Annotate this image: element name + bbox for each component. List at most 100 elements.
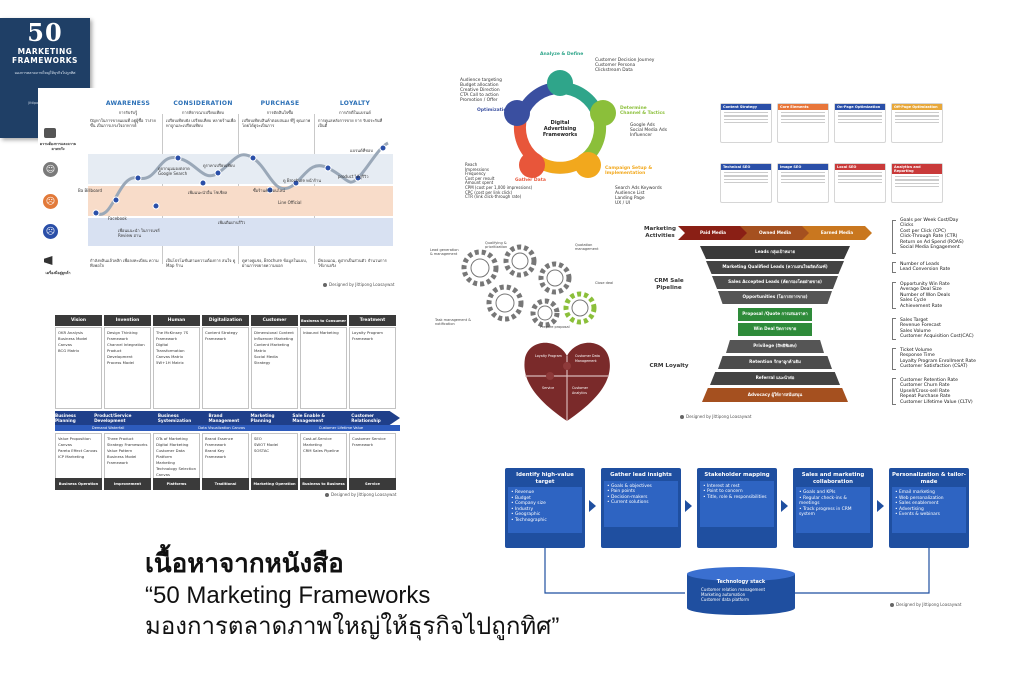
- point-label: Ba Billboard: [78, 188, 103, 193]
- flow-step: Personalization & tailor-madeEmail marke…: [889, 468, 969, 548]
- list-item: Google Ads: [630, 123, 655, 128]
- author-icon: [890, 602, 894, 607]
- seo-framework-boxes: Content Strategy Core Elements On-Page O…: [720, 103, 945, 234]
- funnel-segment: Retention รักษาลูกค้าเดิม: [718, 356, 832, 369]
- table-header: Customer: [251, 315, 298, 326]
- credit-text: Designed by Jittipong Loasaywat: [331, 492, 397, 497]
- heart-label: Loyalty Program: [535, 354, 562, 358]
- list-item: Impressions: [465, 166, 489, 172]
- content-box: On-Page Optimization: [834, 103, 886, 143]
- arrow-label: Business Systemization: [157, 413, 192, 423]
- arrow-label: Marketing Planning: [250, 413, 275, 423]
- author-icon: [680, 414, 684, 419]
- step-title: Stakeholder mapping: [704, 472, 770, 478]
- list-item: Creative Direction: [460, 88, 500, 93]
- stage-title: LOYALTY: [339, 100, 371, 107]
- arrow-label: Product/Service Development: [94, 413, 132, 423]
- left-label-touchpoints: เครื่องมือสู่ลูกค้า: [45, 271, 71, 275]
- top-note: การดูแลหลังการขาย การ รับประกันที่เป็นดี: [318, 118, 383, 128]
- bottom-note: กำลังหลินแล้วคลิก เพื่อลงทะเบียน ความพึง…: [90, 258, 159, 268]
- content-box: Technical SEO: [720, 163, 772, 203]
- bracket: [892, 318, 896, 340]
- top-note: เปรียบเทียบสินค้าตอบสนอง ที่รู้ คุณภาพโด…: [242, 118, 311, 128]
- metric: Customer Satisfaction (CSAT): [900, 364, 968, 370]
- credit-text: Designed by Jittipong Loasaywat: [686, 414, 752, 419]
- author-icon: [325, 492, 329, 497]
- stage-sub: การรับรับรู้: [118, 110, 138, 115]
- channel-list: Google Ads Social Media Ads Influencer: [630, 123, 667, 138]
- gear-label: Lead generation & management: [430, 248, 459, 256]
- framework-table: Vision Invention Human Digitalization Cu…: [45, 313, 400, 498]
- subbar-label: Demand Waterfall: [91, 426, 125, 430]
- left-label-needs: ความต้องการและความคาดหวัง: [39, 142, 77, 151]
- optim-list: Audience targeting Budget allocation Cre…: [460, 78, 502, 103]
- list-item: Cost per result: [465, 175, 495, 181]
- table-footer: Business Operation: [55, 478, 102, 490]
- metric: Repeat Purchase Rate: [900, 394, 951, 400]
- flow-step: Identify high-value targetRevenueBudgetC…: [505, 468, 585, 548]
- list-item: Influencer: [630, 133, 653, 138]
- metric: Clicks: [900, 223, 914, 229]
- headline-line: เนื้อหาจากหนังสือ: [145, 549, 344, 579]
- step-title: Identify high-value target: [516, 472, 574, 485]
- megaphone-icon: [44, 256, 53, 265]
- stage-loyalty: LOYALTY การภักดีในแบรนด์: [320, 100, 390, 116]
- neutral-face-icon: ☹: [43, 194, 58, 209]
- metric: Social Media Engagement: [900, 245, 960, 251]
- gear-label: Close deal: [595, 281, 614, 285]
- list-item: Social Media Ads: [630, 128, 667, 133]
- point-label: เพิ่มเติมผ่านรีวิว: [218, 220, 246, 225]
- heart-puzzle-icon: [524, 342, 610, 421]
- table-footer: Traditional: [202, 478, 249, 490]
- table-footer: Business to Business: [300, 478, 347, 490]
- list-item: Customer relation management: [701, 587, 766, 592]
- funnel-segment: Leads กลุ่มเป้าหมาย: [700, 246, 850, 259]
- subbar-label: Customer Lifetime Value: [318, 426, 364, 430]
- bottom-note: มีของแถม, ดูฝากเป็นส่วนตัว จำนวนการใช้งา…: [318, 258, 387, 268]
- credit-text: Designed by Jittipong Loasaywat: [896, 602, 962, 607]
- box-title: Core Elements: [778, 104, 828, 110]
- arrow-right-icon: [589, 500, 596, 512]
- bracket: [892, 348, 896, 370]
- metric: Average Deal Size: [900, 287, 942, 293]
- funnel-segment: Referral แนะนำต่อ: [710, 372, 840, 385]
- list-item: Audience List: [615, 191, 645, 196]
- credit: Designed by Jittipong Loasaywat: [890, 602, 961, 607]
- flow-step: Sales and marketing collaborationGoals a…: [793, 468, 873, 548]
- author-icon: [323, 282, 327, 287]
- side-label: Marketing Activities: [643, 226, 677, 239]
- table-cell: Inbound Marketing: [300, 327, 347, 409]
- content-box: Content Strategy: [720, 103, 772, 143]
- arrow-right-icon: [781, 500, 788, 512]
- table-header: Business to Consumer: [300, 315, 347, 326]
- stage-sub: การภักดีในแบรนด์: [339, 110, 371, 115]
- point-label: แบรนด์ที่ชอบ: [350, 148, 373, 153]
- earned-media: Earned Media: [802, 226, 872, 240]
- technology-stack: Technology stack Customer relation manag…: [685, 566, 797, 616]
- metric: Sales Cycle: [900, 298, 927, 304]
- list-item: Landing Page: [615, 196, 645, 201]
- metric: Customer Churn Rate: [900, 383, 950, 389]
- point-label: product ได้ดูรีวิว: [338, 174, 369, 179]
- database-icon: [687, 567, 795, 615]
- metric: Achievement Rate: [900, 303, 943, 309]
- arrow-label: Brand Management: [208, 413, 240, 423]
- journey-curve: [92, 141, 389, 217]
- bottom-note: ดูทางคู่แข่ง, Brochure ข้อมูลในแบบ, ผ่าน…: [242, 258, 308, 268]
- list-item: CPM (cost per 1,000 impressions): [465, 184, 533, 190]
- gear-label: Task management & notification: [435, 318, 471, 326]
- metric: Sales Target: [900, 318, 928, 323]
- funnel-segment: Advocacy ผู้ให้การสนับสนุน: [702, 388, 848, 402]
- ads-cycle-diagram: [504, 70, 616, 178]
- list-item: CTA Call to action: [460, 93, 499, 98]
- list-item: Customer Persona: [595, 63, 636, 68]
- stack-title: Technology stack: [716, 579, 766, 585]
- arrow-label: Business Planning: [55, 413, 76, 423]
- table-header: Human: [153, 315, 200, 326]
- metric: Click-Through Rate (CTR): [900, 234, 958, 240]
